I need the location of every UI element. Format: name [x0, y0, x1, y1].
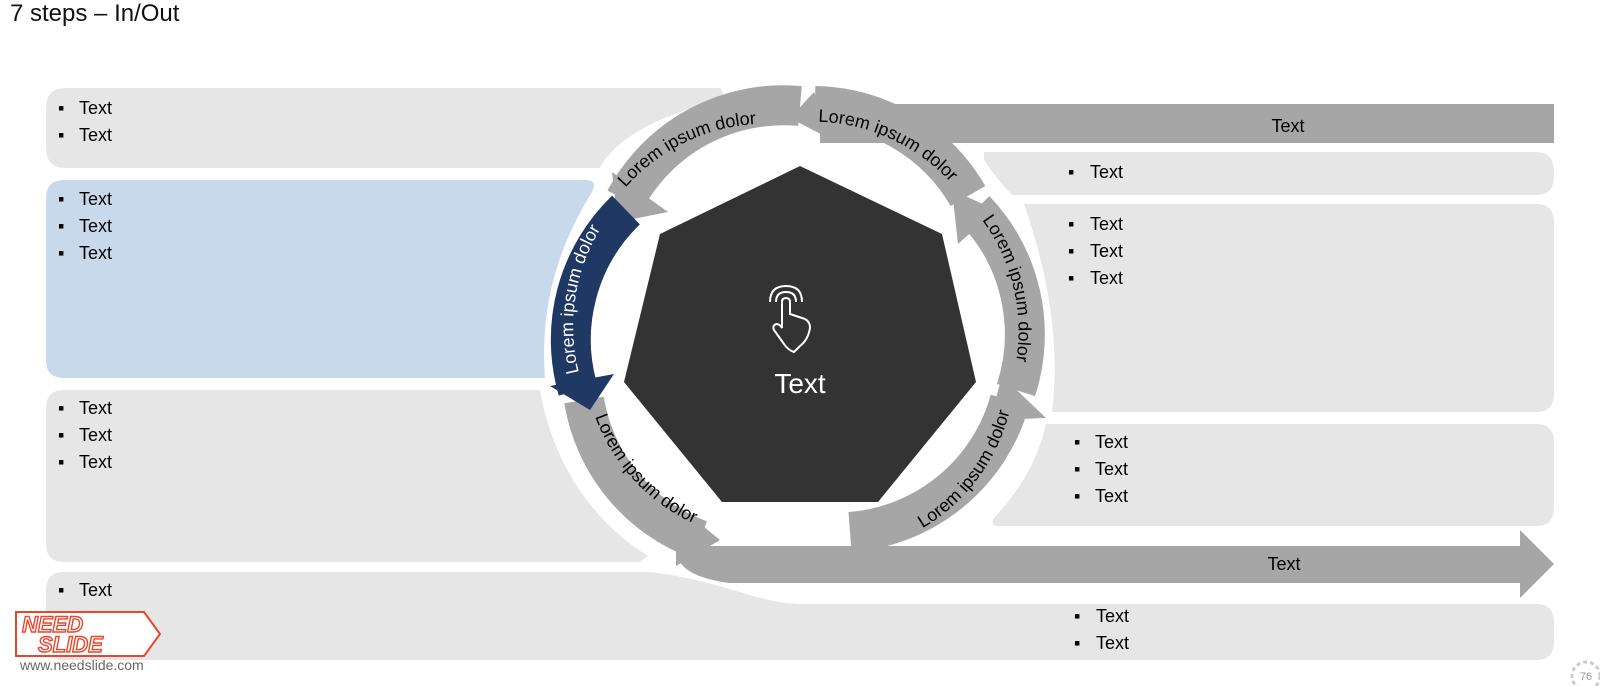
input-arrow: Text — [820, 104, 1554, 143]
svg-text:▪: ▪ — [58, 243, 64, 263]
page-title: 7 steps – In/Out — [10, 0, 180, 27]
bullet-text: Text — [79, 216, 112, 236]
left-panel-2-highlighted: ▪ Text ▪ Text ▪ Text — [46, 180, 594, 378]
bullet-marker: ▪ — [58, 98, 64, 118]
cycle-arrow-3 — [952, 190, 1045, 397]
svg-text:▪: ▪ — [1068, 241, 1074, 261]
svg-text:SLIDE: SLIDE — [38, 632, 104, 657]
svg-text:▪: ▪ — [58, 452, 64, 472]
svg-text:▪: ▪ — [58, 425, 64, 445]
cycle-arrow-1 — [607, 85, 802, 222]
input-arrow-label: Text — [1271, 116, 1304, 136]
output-arrow-label: Text — [1267, 554, 1300, 574]
hand-tap-icon — [769, 284, 812, 354]
bullet-text: Text — [79, 189, 112, 209]
svg-text:▪: ▪ — [58, 98, 64, 118]
right-panel-1: ▪ Text — [984, 152, 1554, 195]
page-number-badge: 76 — [1570, 660, 1600, 686]
left-panel-1: ▪ Text ▪ Text — [46, 88, 723, 168]
bullet-marker: ▪ — [58, 125, 64, 145]
bullet-text: Text — [79, 243, 112, 263]
cycle-arrow-2 — [790, 86, 986, 207]
center-label: Text — [774, 368, 826, 399]
bullet-text: Text — [1090, 241, 1123, 261]
bullet-text: Text — [1096, 633, 1129, 653]
center-heptagon: Text — [624, 166, 976, 502]
bullet-text: Text — [1090, 214, 1123, 234]
svg-text:▪: ▪ — [58, 580, 64, 600]
cycle-arrow-4 — [848, 376, 1046, 552]
cycle-arrows — [550, 85, 1046, 566]
bullet-text: Text — [79, 398, 112, 418]
svg-text:▪: ▪ — [1068, 162, 1074, 182]
svg-text:▪: ▪ — [1074, 606, 1080, 626]
logo-url: www.needslide.com — [20, 657, 144, 673]
bullet-text: Text — [1095, 486, 1128, 506]
right-panel-4-bullets: ▪ Text ▪ Text — [1074, 606, 1129, 653]
svg-text:▪: ▪ — [1074, 486, 1080, 506]
left-panel-4: ▪ Text — [46, 572, 1554, 660]
bullet-text: Text — [79, 125, 112, 145]
right-panel-3: ▪ Text ▪ Text ▪ Text — [992, 424, 1554, 526]
svg-text:▪: ▪ — [1068, 214, 1074, 234]
cycle-arrow-5 — [564, 396, 720, 566]
svg-text:76: 76 — [1580, 671, 1592, 683]
bullet-text: Text — [79, 98, 112, 118]
svg-text:▪: ▪ — [1074, 459, 1080, 479]
svg-text:NEED: NEED — [22, 612, 83, 637]
cycle-arrow-6-highlighted — [550, 195, 641, 410]
needslide-logo: NEED SLIDE — [15, 611, 162, 658]
right-panel-2: ▪ Text ▪ Text ▪ Text — [1024, 204, 1554, 412]
svg-text:▪: ▪ — [1074, 432, 1080, 452]
svg-text:▪: ▪ — [58, 189, 64, 209]
bullet-text: Text — [1095, 432, 1128, 452]
bullet-text: Text — [1095, 459, 1128, 479]
left-panel-1-bullets: ▪ Text ▪ Text — [58, 98, 112, 145]
bullet-text: Text — [1090, 162, 1123, 182]
svg-text:▪: ▪ — [58, 398, 64, 418]
output-arrow: Text — [680, 530, 1554, 598]
svg-text:▪: ▪ — [1068, 268, 1074, 288]
svg-text:▪: ▪ — [1074, 633, 1080, 653]
left-panel-3: ▪ Text ▪ Text ▪ Text — [46, 390, 648, 562]
bullet-text: Text — [1096, 606, 1129, 626]
bullet-text: Text — [79, 580, 112, 600]
bullet-text: Text — [79, 452, 112, 472]
bullet-text: Text — [79, 425, 112, 445]
svg-text:▪: ▪ — [58, 125, 64, 145]
bullet-text: Text — [1090, 268, 1123, 288]
svg-text:▪: ▪ — [58, 216, 64, 236]
